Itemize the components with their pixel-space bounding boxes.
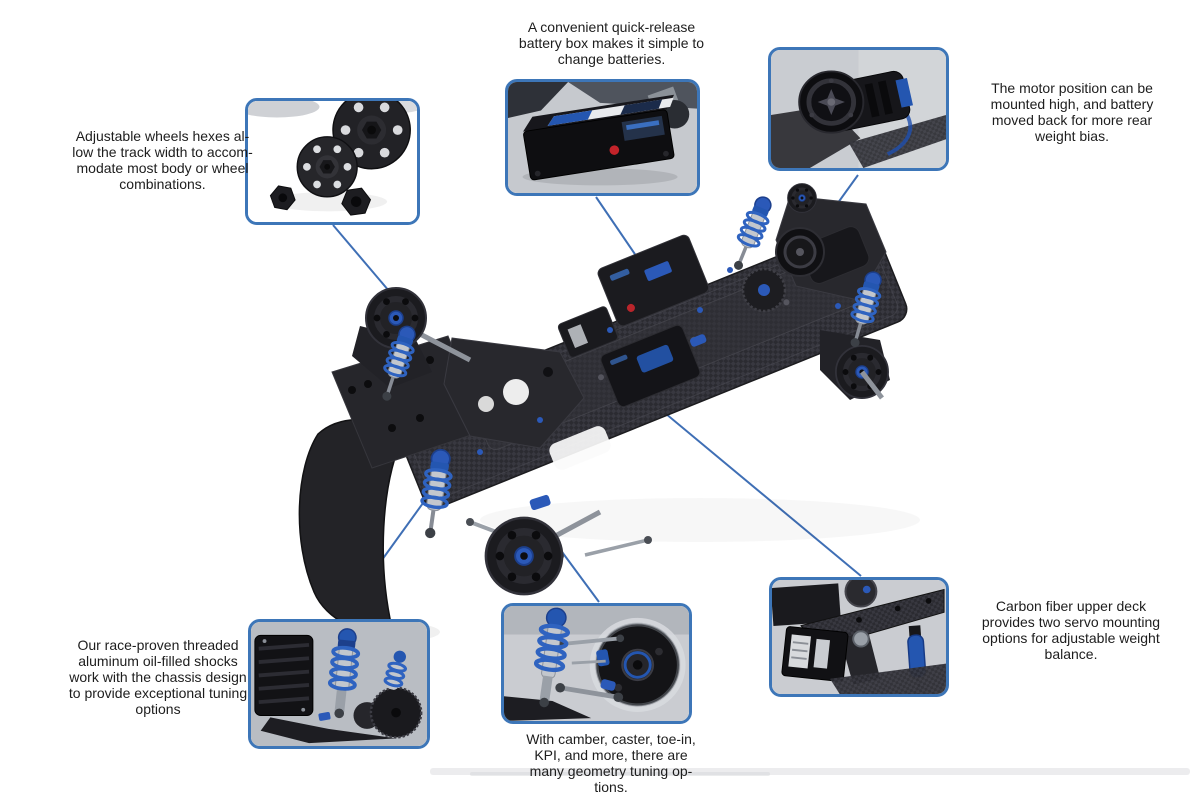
rear-axle-stub [860, 370, 884, 400]
spur-hub [758, 284, 770, 296]
suspension-photo [504, 606, 689, 721]
caption-shocks: Our race-proven threaded aluminum oil-fi… [68, 637, 248, 717]
caption-servo-deck: Carbon fiber upper deck provides two ser… [981, 598, 1161, 662]
callout-motor [768, 47, 949, 171]
battery-photo [508, 82, 697, 193]
callout-geometry [501, 603, 692, 724]
pulley-thumb [844, 580, 878, 608]
caption-battery: A convenient quick-release battery box m… [518, 19, 705, 67]
servo-on-chassis [557, 306, 619, 358]
motor-photo [771, 50, 946, 168]
ball-stud [852, 630, 870, 648]
wheel-hub-front-near [486, 518, 562, 594]
hex-nut-small [269, 185, 296, 211]
servo [781, 626, 849, 682]
caption-wheel-hexes: Adjustable wheels hexes al- low the trac… [72, 128, 253, 192]
tall-blue-shock [533, 607, 571, 708]
medium-wheel-hex-disk [296, 136, 358, 198]
servo-mount [839, 633, 881, 685]
caption-motor: The motor position can be mounted high, … [990, 80, 1154, 144]
gearbox-finned [254, 634, 314, 716]
blue-mount [318, 711, 331, 721]
shocks-photo [251, 622, 427, 746]
callout-shocks [248, 619, 430, 749]
wheel-hub-assembly [589, 617, 686, 712]
callout-servo-deck [769, 577, 949, 697]
servo-deck-photo [772, 580, 946, 694]
esc-unit [600, 324, 701, 408]
front-shock-tower [443, 337, 585, 449]
wheel-hub-rear-far [786, 182, 818, 214]
lipo-battery [523, 94, 675, 181]
callout-wheel-hexes [245, 98, 420, 225]
blue-nut [862, 585, 871, 594]
motor-endbell-face [798, 70, 865, 134]
wheel-hub-front-left [366, 288, 426, 348]
big-blue-shock [327, 628, 361, 719]
wheel-hexes-photo [248, 101, 417, 222]
spur-center [391, 707, 401, 718]
floor-streak [430, 768, 1190, 775]
blue-clamp-lower [600, 679, 616, 691]
deck-cutout-2 [549, 426, 611, 470]
floor-streak-2 [470, 772, 770, 776]
battery-box-on-chassis [597, 234, 710, 327]
caption-geometry: With camber, caster, toe-in, KPI, and mo… [526, 731, 696, 795]
hex-nut-large [341, 187, 372, 216]
carbon-lower-deck [830, 663, 946, 694]
blue-accents [477, 267, 841, 511]
front-driveshaft [418, 331, 472, 363]
callout-battery [505, 79, 700, 196]
motor-shaft [796, 248, 804, 256]
esc-box-thumb [772, 583, 841, 626]
leader-line-wheel-hexes [332, 224, 390, 292]
small-blue-shock [383, 650, 408, 690]
